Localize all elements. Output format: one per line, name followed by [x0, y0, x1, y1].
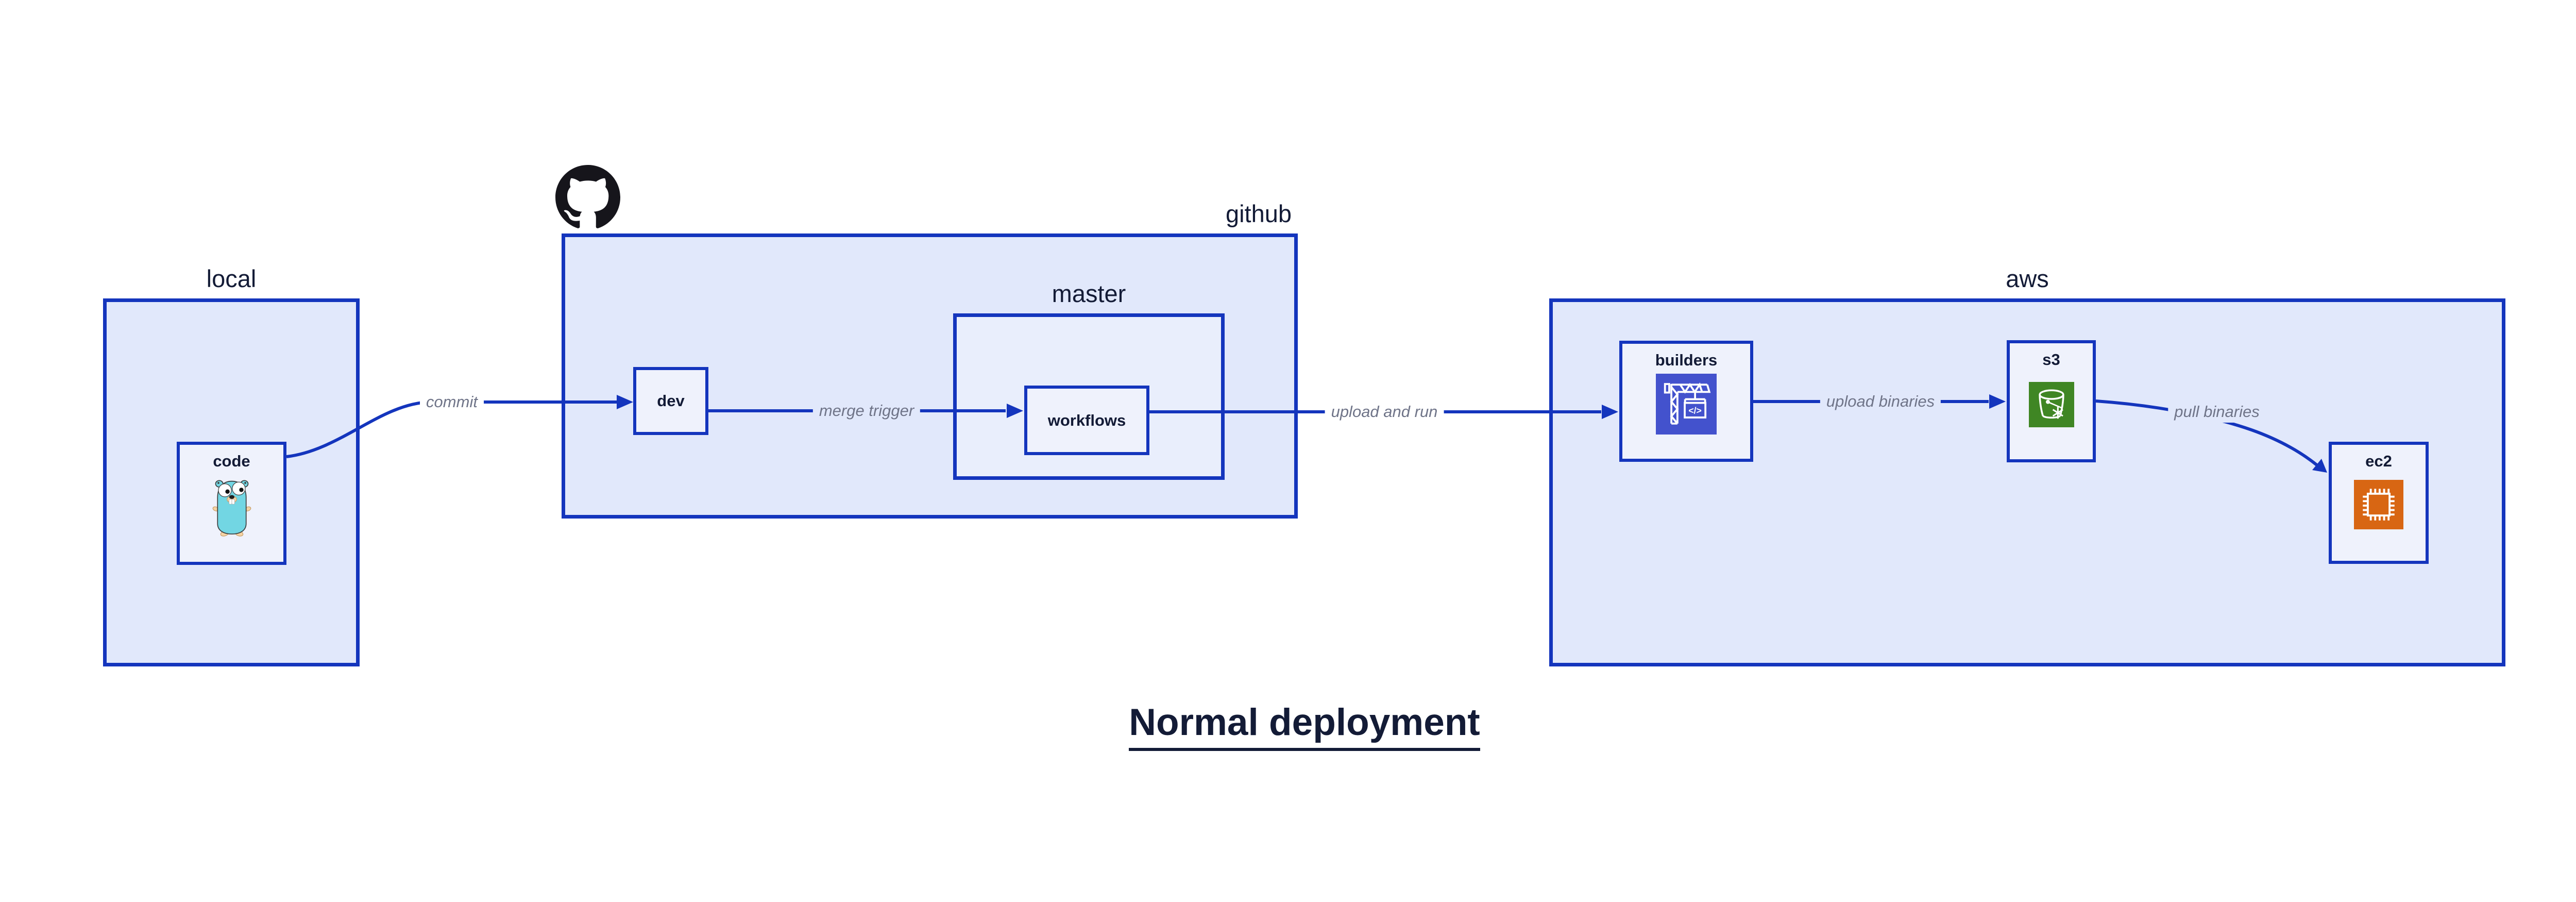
go-gopher-icon [212, 480, 251, 537]
node-s3: s3 [2007, 340, 2096, 462]
edge-label-upload-and-run: upload and run [1325, 400, 1444, 423]
node-dev-label: dev [657, 392, 685, 410]
node-workflows-label: workflows [1047, 411, 1126, 429]
container-local-label: local [206, 265, 257, 292]
edge-label-upload-binaries: upload binaries [1820, 390, 1941, 413]
node-dev: dev [633, 367, 708, 435]
edge-label-pull-binaries: pull binaries [2168, 400, 2266, 423]
codebuild-crane-icon: </> [1656, 374, 1717, 435]
edge-label-merge-trigger: merge trigger [812, 399, 921, 422]
node-code-label: code [213, 452, 250, 470]
container-aws-label: aws [2006, 265, 2049, 292]
node-ec2: ec2 [2329, 442, 2429, 564]
node-s3-label: s3 [2042, 350, 2060, 369]
node-ec2-label: ec2 [2365, 452, 2392, 470]
codebuild-icon-code-glyph: </> [1688, 405, 1702, 415]
node-builders: builders </> [1619, 341, 1753, 462]
node-builders-label: builders [1655, 351, 1718, 369]
ec2-chip-icon [2354, 480, 2403, 529]
diagram-title-text: Normal deployment [1129, 701, 1480, 751]
node-workflows: workflows [1024, 386, 1149, 455]
diagram-title: Normal deployment [1111, 701, 1498, 751]
node-code: code [177, 442, 286, 565]
edge-label-commit: commit [420, 391, 484, 413]
container-github-label: github [1225, 200, 1292, 227]
github-octocat-logo-icon [555, 165, 620, 228]
container-master-label: master [1052, 280, 1126, 307]
s3-bucket-icon [2028, 382, 2074, 427]
